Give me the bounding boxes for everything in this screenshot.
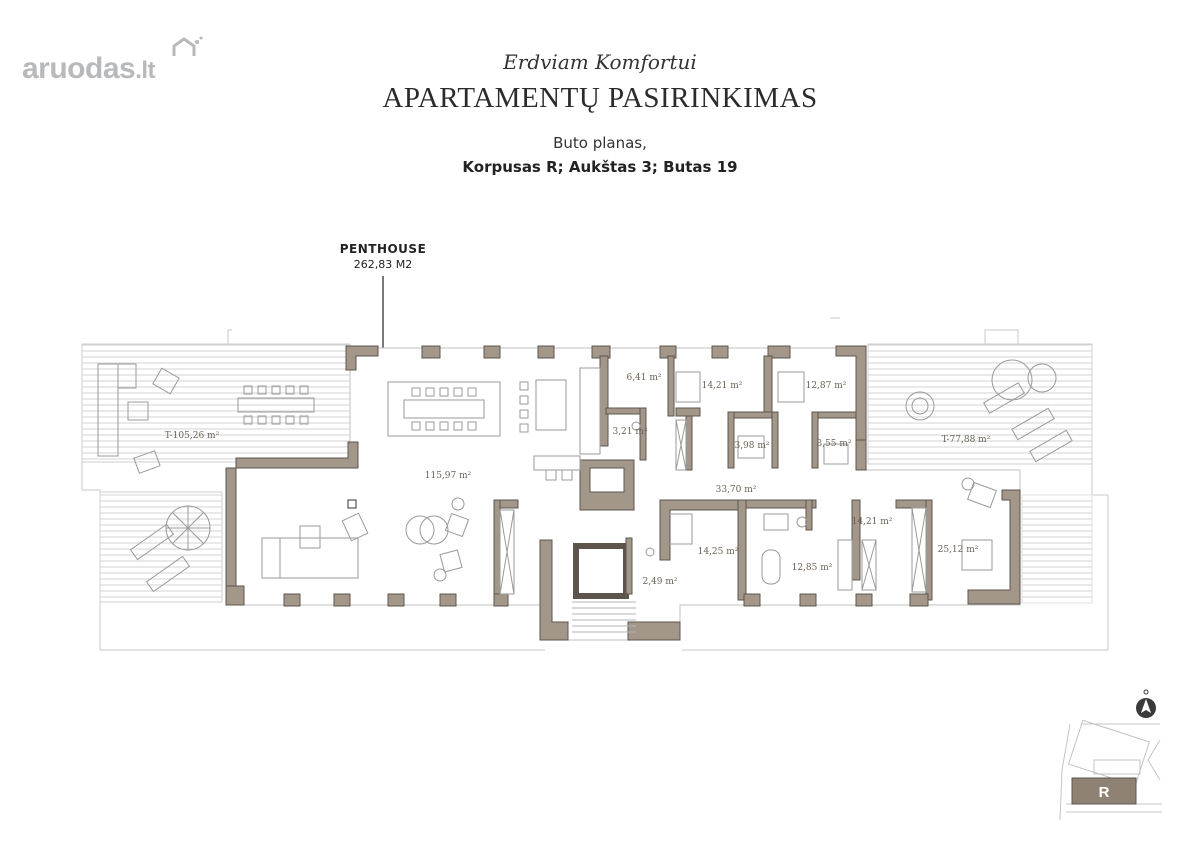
site-minimap [1059, 719, 1162, 821]
label-wc-321: 3,21 m² [612, 427, 647, 437]
minimap-building-label: R [1099, 784, 1110, 801]
label-living: 115,97 m² [425, 471, 472, 481]
plan-label: Buto planas, [553, 134, 647, 152]
label-bath-1285: 12,85 m² [792, 563, 833, 573]
terrace-west [81, 343, 351, 603]
aruodas-logo[interactable]: aruodas.lt [22, 36, 203, 86]
penthouse-area: 262,83 M2 [353, 258, 413, 271]
furniture [97, 359, 1073, 633]
house-icon [172, 36, 203, 56]
minimap-building [1071, 777, 1137, 805]
compass-icon [1136, 689, 1156, 718]
logo-name: aruodas [22, 52, 136, 85]
label-room-1421-top: 14,21 m² [702, 381, 743, 391]
label-wc-249: 2,49 m² [642, 577, 677, 587]
label-bath-398: 3,98 m² [734, 441, 769, 451]
logo-tld: .lt [135, 57, 156, 84]
plan-location: Korpusas R; Aukštas 3; Butas 19 [462, 158, 738, 176]
page-title: APARTAMENTŲ PASIRINKIMAS [382, 82, 818, 114]
label-room-1287: 12,87 m² [806, 381, 847, 391]
label-bath-355: 3,55 m² [816, 439, 851, 449]
label-room-1425: 14,25 m² [698, 547, 739, 557]
label-terrace-west: T-105,26 m² [165, 431, 220, 441]
label-hall: 33,70 m² [716, 485, 757, 495]
penthouse-name: PENTHOUSE [339, 242, 427, 256]
tagline: Erdviam Komfortui [503, 50, 697, 74]
terrace-east [867, 343, 1093, 465]
label-room-1421-bottom: 14,21 m² [852, 517, 893, 527]
terrace-south [1021, 494, 1093, 604]
label-terrace-east: T-77,88 m² [942, 435, 991, 445]
walls [225, 345, 1021, 641]
room-labels: T-105,26 m² T-77,88 m² 115,97 m² 33,70 m… [165, 373, 991, 587]
label-bedroom-2512: 25,12 m² [938, 545, 979, 555]
label-room-641: 6,41 m² [626, 373, 661, 383]
